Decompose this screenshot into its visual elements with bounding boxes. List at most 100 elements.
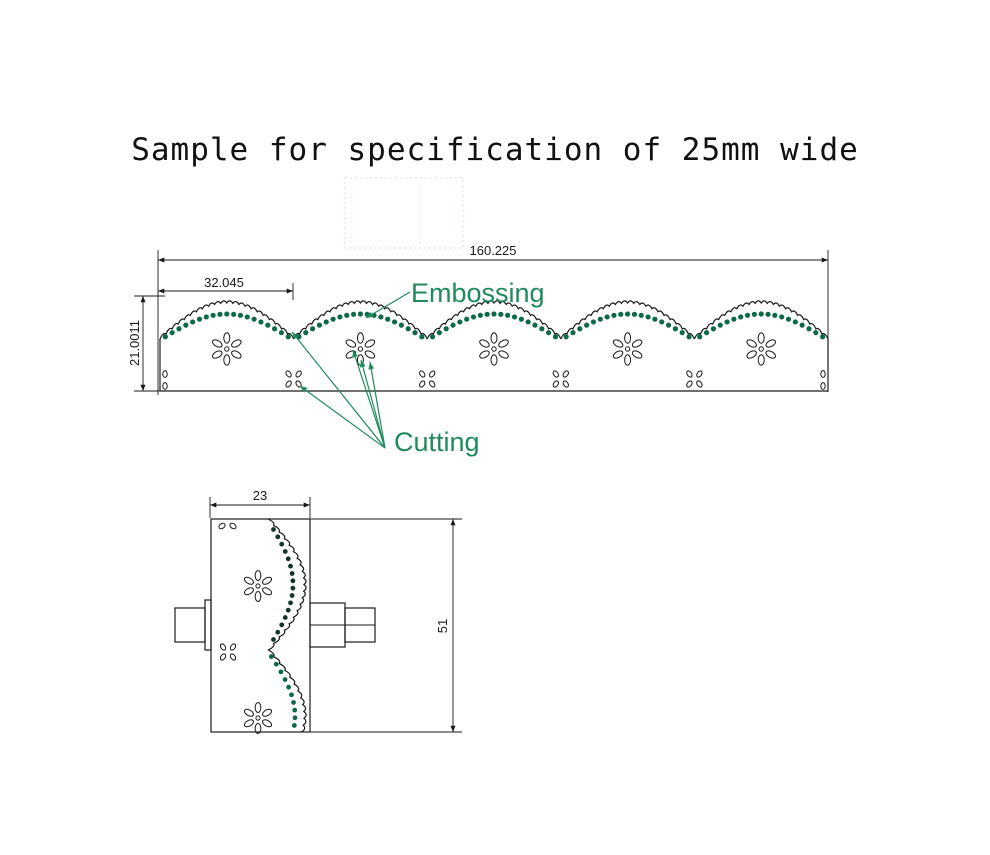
embossing-dot bbox=[470, 314, 477, 320]
leaf-hole bbox=[162, 370, 168, 378]
stamp-mark bbox=[344, 177, 464, 249]
embossing-dot bbox=[169, 330, 175, 336]
flower-petal-hole bbox=[254, 591, 262, 602]
embossing-dot bbox=[378, 314, 384, 320]
roller-embossing-dot bbox=[285, 607, 291, 613]
roller-scallop bbox=[267, 518, 307, 651]
embossing-dot bbox=[659, 319, 665, 325]
embossing-dot bbox=[316, 322, 323, 328]
embossing-dot bbox=[525, 319, 531, 325]
embossing-dot bbox=[772, 312, 778, 318]
flower-petal-hole bbox=[223, 354, 231, 366]
embossing-dot bbox=[590, 319, 597, 325]
flower-petal-hole bbox=[498, 339, 509, 348]
embossing-dot bbox=[457, 319, 463, 325]
flower-petal-hole bbox=[624, 332, 632, 344]
embossing-dot bbox=[703, 330, 710, 336]
embossing-dot bbox=[724, 319, 730, 325]
embossing-dot bbox=[310, 326, 316, 332]
leaf-hole bbox=[285, 370, 292, 378]
flower-petal-hole bbox=[746, 350, 757, 359]
embossing-dot bbox=[477, 312, 483, 318]
embossing-dot bbox=[498, 311, 504, 317]
scallop-edge bbox=[293, 300, 428, 340]
embossing-dot bbox=[303, 330, 309, 336]
embossing-dot bbox=[806, 326, 812, 332]
flower-petal-hole bbox=[212, 339, 223, 348]
flower-petal-hole bbox=[243, 587, 254, 596]
leaf-hole bbox=[429, 370, 436, 378]
flower-petal-hole bbox=[243, 708, 254, 717]
embossing-dot bbox=[344, 312, 350, 318]
flower-petal-hole bbox=[262, 587, 273, 596]
flower-center-hole bbox=[224, 346, 230, 352]
leaf-hole bbox=[162, 382, 168, 390]
flower-petal-hole bbox=[262, 576, 273, 585]
leaf-hole bbox=[562, 380, 569, 388]
flower-petal-hole bbox=[490, 332, 498, 344]
embossing-dot bbox=[532, 322, 538, 328]
leaf-hole bbox=[285, 380, 292, 388]
roller-height-dimension: 51 bbox=[310, 518, 462, 733]
roller-embossing-dot bbox=[271, 637, 276, 642]
leaf-hole bbox=[419, 370, 426, 378]
embossing-dot bbox=[190, 319, 196, 325]
embossing-dot bbox=[196, 316, 203, 322]
roller-embossing-dot bbox=[278, 669, 284, 675]
embossing-dot bbox=[398, 322, 404, 328]
roller-scallop-edge bbox=[267, 518, 307, 733]
embossing-dot bbox=[652, 316, 658, 322]
roller-embossing-dot bbox=[273, 661, 279, 667]
flower-petal-hole bbox=[479, 339, 490, 348]
embossing-dot bbox=[330, 316, 336, 322]
embossing-dot bbox=[779, 314, 785, 320]
flower-petal-hole bbox=[243, 719, 254, 728]
embossing-dot bbox=[738, 314, 744, 320]
embossing-dot bbox=[618, 311, 624, 317]
flower-petal-hole bbox=[612, 339, 624, 348]
roller-embossing-dot bbox=[268, 654, 274, 659]
cutting-label: Cutting bbox=[394, 427, 480, 457]
roller-cutting-motifs bbox=[218, 522, 273, 734]
embossing-dot bbox=[563, 334, 569, 340]
embossing-dot bbox=[744, 312, 751, 318]
embossing-dot bbox=[518, 316, 524, 322]
embossing-dot bbox=[285, 334, 291, 340]
embossing-dot bbox=[672, 326, 678, 332]
roller-embossing-dot bbox=[279, 622, 285, 628]
roller-embossing-dot bbox=[289, 571, 295, 576]
flower-petal-hole bbox=[746, 339, 757, 348]
embossing-dot bbox=[765, 311, 771, 317]
flower-petal-hole bbox=[231, 339, 242, 348]
embossing-dot bbox=[244, 314, 250, 320]
flower-petal-hole bbox=[490, 354, 498, 366]
embossing-dot bbox=[491, 311, 497, 317]
leaf-hole bbox=[295, 370, 302, 378]
flower-petal-hole bbox=[254, 702, 262, 713]
leaf-hole bbox=[229, 643, 237, 651]
flower-center-hole bbox=[255, 715, 261, 721]
flower-petal-hole bbox=[212, 350, 223, 359]
flower-center-hole bbox=[357, 346, 364, 352]
roller-embossing-dot bbox=[275, 534, 281, 540]
cutting-motifs bbox=[162, 332, 826, 390]
page-title: Sample for specification of 25mm wide bbox=[131, 132, 859, 168]
embossing-dot bbox=[429, 334, 436, 340]
roller-height-label: 51 bbox=[435, 619, 450, 633]
leaf-hole bbox=[686, 380, 693, 388]
embossing-dot bbox=[813, 330, 819, 336]
roller-embossing-dot bbox=[289, 692, 294, 698]
embossing-dot bbox=[758, 311, 764, 317]
embossing-dot bbox=[323, 319, 329, 325]
embossing-dot bbox=[237, 312, 244, 318]
flower-petal-hole bbox=[262, 708, 273, 717]
roller-body bbox=[174, 518, 376, 734]
embossing-dot bbox=[405, 326, 411, 332]
embossing-dot bbox=[697, 334, 703, 340]
embossing-dots bbox=[162, 311, 826, 340]
roller-left-collar bbox=[204, 599, 212, 651]
flower-petal-hole bbox=[364, 350, 376, 359]
embossing-dot bbox=[183, 322, 189, 328]
